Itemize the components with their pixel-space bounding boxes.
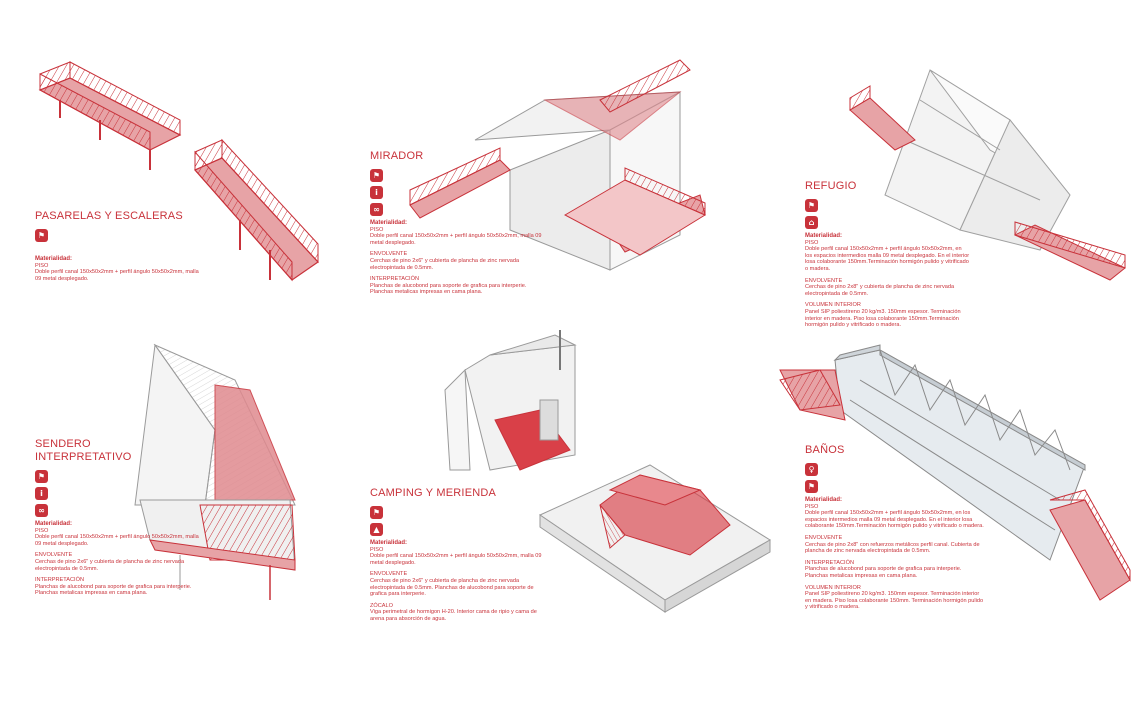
volumen-label: VOLUMEN INTERIOR [805,584,861,591]
envolvente-label: ENVOLVENTE [370,571,408,578]
section-title: CAMPING Y MERIENDA [370,487,497,499]
stair-drawing [194,138,319,282]
materials-block: Materialidad: PISO Doble perfil canal 15… [805,233,970,329]
piso-text: Doble perfil canal 150x50x2mm + perfil á… [805,246,970,272]
piso-text: Doble perfil canal 150x50x2mm + perfil á… [370,553,542,566]
mirador-drawing [409,59,707,271]
envolvente-label: ENVOLVENTE [805,277,843,284]
envolvente-label: ENVOLVENTE [805,534,843,541]
sendero-drawing [134,343,296,600]
section-title: REFUGIO [805,180,857,192]
piso-label: PISO [805,503,819,510]
piso-text: Doble perfil canal 150x50x2mm + perfil á… [370,233,542,246]
zocalo-label: ZÓCALO [370,602,394,609]
materialidad-label: Materialidad: [370,540,408,546]
volumen-label: VOLUMEN INTERIOR [805,302,861,309]
piso-text: Doble perfil canal 150x50x2mm + perfil á… [35,534,199,547]
binoculars-icon: ∞ [370,203,383,216]
section-title: MIRADOR [370,150,424,162]
piso-label: PISO [35,262,49,269]
envolvente-text: Cerchas de pino 2x6" y cubierta de planc… [370,577,534,598]
materialidad-label: Materialidad: [805,233,843,239]
envolvente-text: Cerchas de pino 2x6" y cubierta de planc… [370,257,520,271]
interpretacion-label: INTERPRETACIÓN [805,559,854,566]
materialidad-label: Materialidad: [370,220,408,226]
zocalo-text: Viga perimetral de hormigon H-20. Interi… [370,609,537,622]
hiking-icon: ⚑ [805,480,818,493]
binoculars-icon: ∞ [35,504,48,517]
interpretacion-text: Planchas de alucobond para soporte de gr… [370,282,527,296]
piso-text: Doble perfil canal 150x50x2mm + perfil á… [805,510,984,530]
icon-list: ⚑ ▲ [370,506,550,536]
materialidad-label: Materialidad: [35,256,73,262]
hiking-icon: ⚑ [805,199,818,212]
materials-block: Materialidad: PISO Doble perfil canal 15… [370,220,550,296]
interpretacion-text: Planchas de alucobond para soporte de gr… [35,583,192,597]
envolvente-text: Cerchas de pino 2x8" y cubierta de planc… [805,284,955,297]
icon-list: ⚑ [35,229,200,242]
hiking-icon: ⚑ [35,470,48,483]
shelter-icon: ⌂ [805,216,818,229]
hiking-icon: ⚑ [370,506,383,519]
icon-list: ⚑ i ∞ [370,169,550,216]
materials-block: Materialidad: PISO Doble perfil canal 15… [35,256,200,282]
refugio-drawing [849,69,1126,281]
restroom-icon: ♀ [805,463,818,476]
section-mirador: MIRADOR ⚑ i ∞ Materialidad: PISO Doble p… [370,150,550,301]
section-camping: CAMPING Y MERIENDA ⚑ ▲ Materialidad: PIS… [370,487,550,628]
interpretacion-text: Planchas de alucobond para soporte de gr… [805,566,962,579]
interpretacion-label: INTERPRETACIÓN [35,577,84,584]
envolvente-text: Cerchas de pino 2x8" con refuerzos metál… [805,541,980,555]
section-title: BAÑOS [805,444,845,456]
materials-block: Materialidad: PISO Doble perfil canal 15… [805,497,985,611]
piso-label: PISO [35,527,49,534]
piso-label: PISO [370,226,384,233]
section-pasarelas: PASARELAS Y ESCALERAS ⚑ Materialidad: PI… [35,210,200,287]
camping-cabin-drawing [444,330,577,471]
envolvente-label: ENVOLVENTE [35,552,73,559]
materials-block: Materialidad: PISO Doble perfil canal 15… [370,540,550,623]
section-title-line2: INTERPRETATIVO [35,451,132,463]
materials-block: Materialidad: PISO Doble perfil canal 15… [35,521,200,597]
walkway-drawing [38,61,182,170]
envolvente-label: ENVOLVENTE [370,251,408,258]
materialidad-label: Materialidad: [805,497,843,503]
piso-label: PISO [805,239,819,246]
icon-list: ♀ ⚑ [805,463,985,493]
section-refugio: REFUGIO ⚑ ⌂ Materialidad: PISO Doble per… [805,180,970,334]
icon-list: ⚑ i ∞ [35,470,200,517]
piso-text: Doble perfil canal 150x50x2mm + perfil á… [35,269,199,282]
info-icon: i [35,487,48,500]
picnic-icon: ▲ [370,523,383,536]
materialidad-label: Materialidad: [35,521,73,527]
envolvente-text: Cerchas de pino 2x6" y cubierta de planc… [35,558,185,572]
section-title-line1: SENDERO [35,438,91,450]
interpretacion-label: INTERPRETACIÓN [370,276,419,283]
piso-label: PISO [370,546,384,553]
info-icon: i [370,186,383,199]
camping-tent-drawing [538,464,771,613]
section-sendero: SENDERO INTERPRETATIVO ⚑ i ∞ Materialida… [35,438,200,602]
volumen-text: Panel SIP poliestireno 20 kg/m3. 150mm e… [805,591,984,611]
volumen-text: Panel SIP poliestireno 20 kg/m3. 150mm e… [805,308,961,329]
section-title: PASARELAS Y ESCALERAS [35,210,183,222]
hiking-icon: ⚑ [35,229,48,242]
banos-drawing [779,344,1131,601]
hiking-icon: ⚑ [370,169,383,182]
icon-list: ⚑ ⌂ [805,199,970,229]
section-banos: BAÑOS ♀ ⚑ Materialidad: PISO Doble perfi… [805,444,985,616]
